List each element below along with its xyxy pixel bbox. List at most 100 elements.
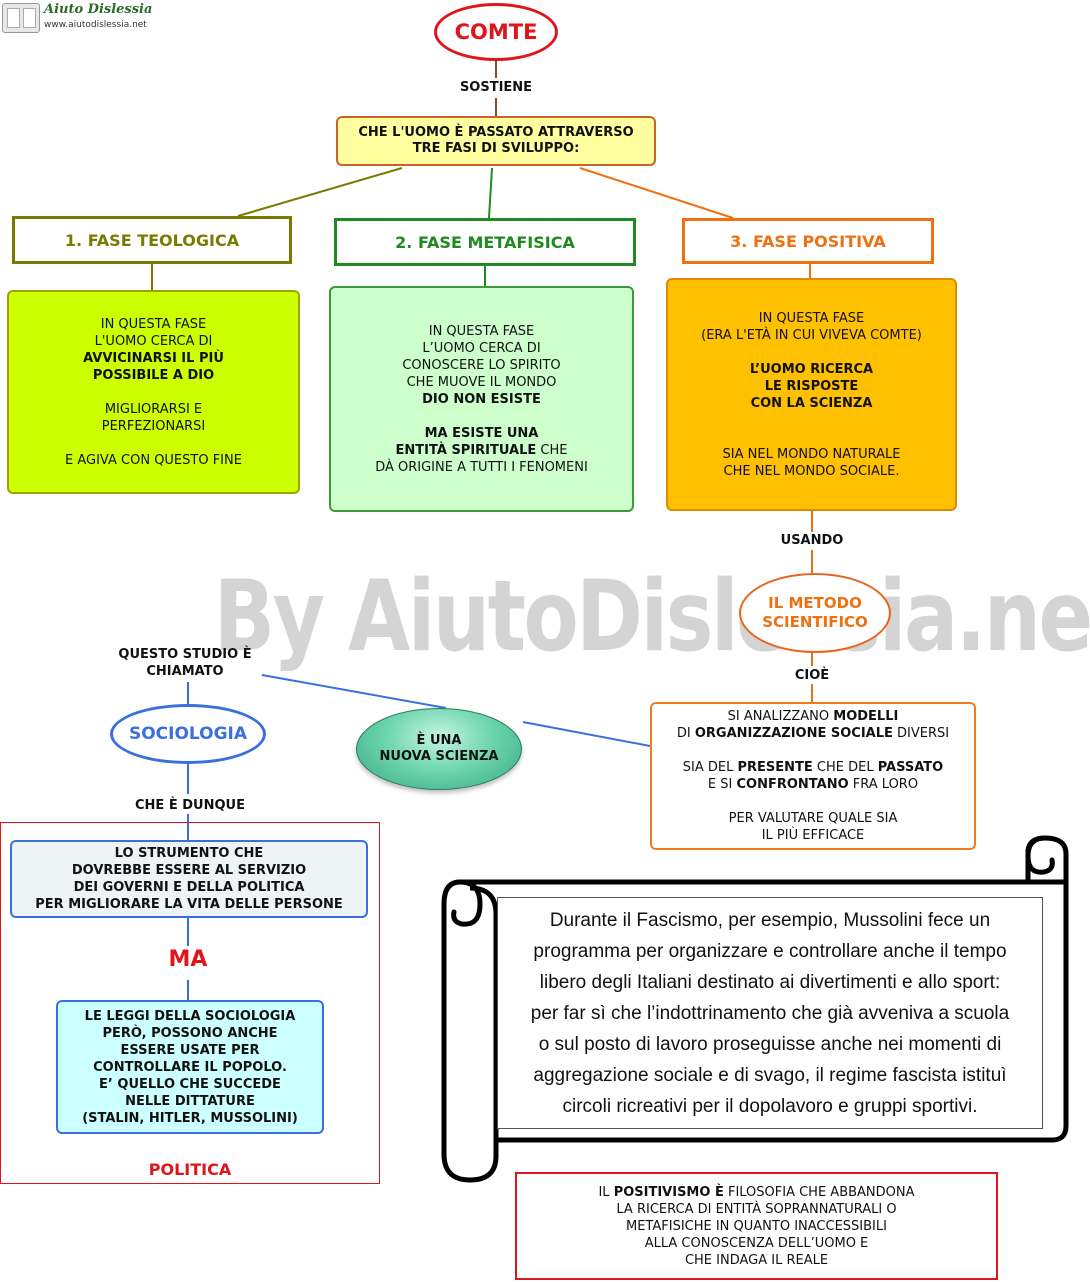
che-dunque-label: CHE È DUNQUE [135,798,245,813]
analisi-box: SI ANALIZZANO MODELLI DI ORGANIZZAZIONE … [650,702,976,850]
text-part: DIVERSI [892,726,950,741]
text-line: DÀ ORIGINE A TUTTI I FENOMENI [375,459,588,475]
text-line: IN QUESTA FASE [758,310,865,326]
text-line: E SI CONFRONTANO FRA LORO [708,776,918,793]
ma-label: MA [168,947,208,972]
text-line: METAFISICHE IN QUANTO INACCESSIBILI [626,1218,887,1234]
text-line: LE LEGGI DELLA SOCIOLOGIA [84,1008,296,1024]
teologica-description: IN QUESTA FASE L'UOMO CERCA DI AVVICINAR… [7,290,300,494]
book-icon [2,3,40,33]
text-part: DI [676,726,695,741]
text-line: (ERA L'ETÀ IN CUI VIVEVA COMTE) [701,327,922,343]
comte-node: COMTE [434,3,558,61]
positiva-description: IN QUESTA FASE (ERA L'ETÀ IN CUI VIVEVA … [666,278,957,511]
usando-label: USANDO [780,533,844,548]
text-line: DIO NON ESISTE [422,391,541,407]
text-line: ALLA CONOSCENZA DELL’UOMO E [644,1235,869,1251]
text-part: CHE [536,442,568,458]
text-line: LE RISPOSTE [764,378,859,394]
text-line: CHE NEL MONDO SOCIALE. [723,463,900,479]
nuova-line: NUOVA SCIENZA [379,749,499,764]
metodo-line: IL METODO [768,594,862,612]
text-part: CHE DEL [812,760,878,775]
watermark: By AiutoDislessia.net [213,560,1090,674]
text-part: SI ANALIZZANO [727,709,834,724]
text-bold: MODELLI [833,709,899,724]
sociologia-node: SOCIOLOGIA [110,704,266,764]
phase-positiva-title: 3. FASE POSITIVA [682,218,934,264]
scroll-line: per far sì che l’indottrinamento che già… [530,1002,1010,1024]
phase-teologica-label: 1. FASE TEOLOGICA [64,230,240,250]
text-line: CHE INDAGA IL REALE [684,1252,829,1268]
text-line: CHE MUOVE IL MONDO [406,374,557,390]
text-line: DEI GOVERNI E DELLA POLITICA [73,880,305,895]
text-line: IL POSITIVISMO È FILOSOFIA CHE ABBANDONA [598,1184,914,1201]
text-line: PER VALUTARE QUALE SIA [728,811,898,826]
scroll-line: Durante il Fascismo, per esempio, Mussol… [549,909,991,931]
text-line: L’UOMO RICERCA [749,361,874,377]
text-line: E AGIVA CON QUESTO FINE [65,452,242,468]
text-line: IL PIÙ EFFICACE [761,828,865,843]
scroll-line: circoli ricreativi per il dopolavoro e g… [562,1095,978,1117]
logo-url: www.aiutodislessia.net [44,20,147,30]
main-line: CHE L'UOMO È PASSATO ATTRAVERSO [358,125,634,140]
text-bold: PASSATO [877,760,944,775]
text-line: PER MIGLIORARE LA VITA DELLE PERSONE [35,897,343,912]
text-bold: ENTITÀ SPIRITUALE [395,442,537,458]
text-part: SIA DEL [682,760,738,775]
text-line: IN QUESTA FASE [100,316,207,332]
text-bold: POSITIVISMO È [613,1184,724,1200]
sostiene-label: SOSTIENE [459,80,533,95]
nuova-line: È UNA [416,733,462,748]
main-statement: CHE L'UOMO È PASSATO ATTRAVERSO TRE FASI… [336,116,656,166]
text-line: (STALIN, HITLER, MUSSOLINI) [82,1110,298,1126]
phase-positiva-label: 3. FASE POSITIVA [730,231,886,251]
metodo-line: SCIENTIFICO [762,613,868,631]
text-bold: ORGANIZZAZIONE SOCIALE [694,726,893,741]
text-part: FILOSOFIA CHE ABBANDONA [723,1184,915,1200]
text-line: PERÒ, POSSONO ANCHE [102,1025,278,1041]
label-line: QUESTO STUDIO È [118,647,252,662]
text-line: CON LA SCIENZA [750,395,873,411]
text-line: CONOSCERE LO SPIRITO [402,357,561,373]
scroll-line: o sul posto di lavoro proseguisse anche … [538,1033,1002,1055]
text-line: L'UOMO CERCA DI [94,333,213,349]
comte-label: COMTE [454,20,538,44]
cioe-label: CIOÈ [794,668,830,683]
text-line: ENTITÀ SPIRITUALE CHE [396,442,568,459]
politica-frame [0,822,380,1184]
politica-label: POLITICA [148,1160,232,1179]
scroll-line: libero degli Italiani destinato ai diver… [539,971,1001,993]
text-part: E SI [707,777,737,792]
text-part: FRA LORO [848,777,919,792]
text-line: SIA NEL MONDO NATURALE [722,446,901,462]
phase-metafisica-label: 2. FASE METAFISICA [395,232,575,252]
metafisica-description: IN QUESTA FASE L’UOMO CERCA DI CONOSCERE… [329,286,634,512]
text-line: CONTROLLARE IL POPOLO. [93,1059,287,1075]
text-line: AVVICINARSI IL PIÙ [83,350,224,366]
text-part: IL [598,1184,614,1200]
positivismo-definition: IL POSITIVISMO È FILOSOFIA CHE ABBANDONA… [515,1172,998,1280]
strumento-box: LO STRUMENTO CHE DOVREBBE ESSERE AL SERV… [10,840,368,918]
text-line: LA RICERCA DI ENTITÀ SOPRANNATURALI O [616,1201,897,1217]
text-line: DI ORGANIZZAZIONE SOCIALE DIVERSI [677,725,949,742]
metodo-scientifico-node: IL METODO SCIENTIFICO [739,573,891,653]
scroll-line: programma per organizzare e controllare … [533,940,1007,962]
sociologia-label: SOCIOLOGIA [128,724,248,744]
text-line: NELLE DITTATURE [125,1093,255,1109]
label-line: CHIAMATO [146,664,224,679]
text-line: LO STRUMENTO CHE [114,846,264,861]
text-line: MA ESISTE UNA [424,425,539,441]
scroll-text-box: Durante il Fascismo, per esempio, Mussol… [497,897,1043,1129]
text-bold: CONFRONTANO [736,777,849,792]
text-line: SI ANALIZZANO MODELLI [728,708,899,725]
nuova-scienza-node: È UNA NUOVA SCIENZA [356,708,522,790]
text-bold: PRESENTE [737,760,813,775]
logo[interactable]: Aiuto Dislessia www.aiutodislessia.net [0,0,160,36]
logo-name: Aiuto Dislessia [44,2,153,17]
text-line: POSSIBILE A DIO [92,367,215,383]
text-line: SIA DEL PRESENTE CHE DEL PASSATO [683,759,943,776]
phase-metafisica-title: 2. FASE METAFISICA [334,218,636,266]
text-line: ESSERE USATE PER [120,1042,260,1058]
